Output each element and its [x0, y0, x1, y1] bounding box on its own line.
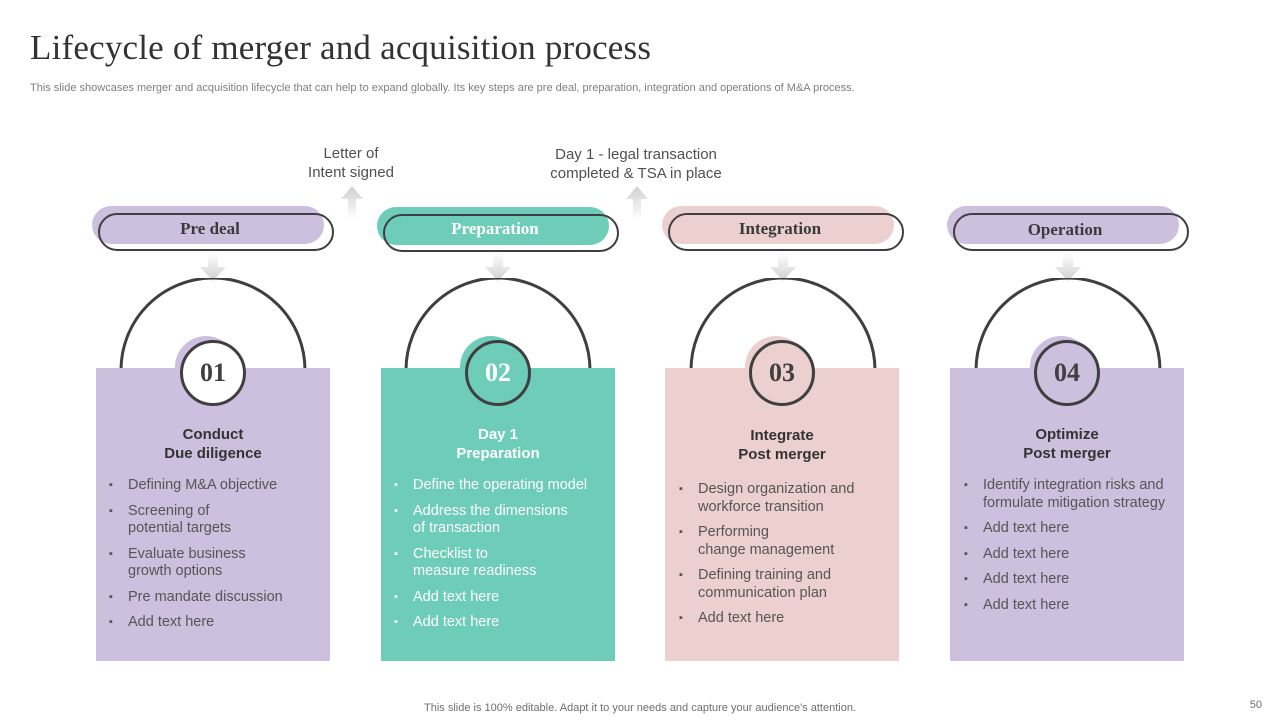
- milestone-letter-of-intent: Letter of Intent signed: [308, 145, 394, 181]
- stage-arc: [404, 278, 592, 371]
- down-arrow-icon: [1055, 253, 1081, 281]
- stage-pill-outline: [953, 213, 1189, 251]
- list-item: Evaluate business growth options: [109, 546, 309, 581]
- slide-title: Lifecycle of merger and acquisition proc…: [30, 28, 652, 67]
- slide-footer: This slide is 100% editable. Adapt it to…: [424, 702, 856, 714]
- list-item: Defining M&A objective: [109, 477, 309, 495]
- card-title: Conduct Due diligence: [164, 426, 262, 462]
- stage-pill-fill: [92, 206, 324, 244]
- list-item: Address the dimensions of transaction: [394, 503, 604, 538]
- card-item-list: Design organization and workforce transi…: [679, 481, 884, 636]
- stage-arc: [974, 278, 1162, 371]
- stage-label-preparation: Preparation: [451, 219, 539, 238]
- list-item: Add text here: [964, 546, 1176, 564]
- list-item: Performing change management: [679, 524, 884, 559]
- stage-label-pre-deal: Pre deal: [180, 219, 240, 238]
- list-item: Pre mandate discussion: [109, 589, 309, 607]
- list-item: Add text here: [679, 610, 884, 628]
- list-item: Add text here: [109, 614, 309, 632]
- list-item: Add text here: [964, 520, 1176, 538]
- list-item: Add text here: [964, 571, 1176, 589]
- list-item: Defining training and communication plan: [679, 567, 884, 602]
- list-item: Add text here: [964, 597, 1176, 615]
- card-item-list: Defining M&A objective Screening of pote…: [109, 477, 309, 640]
- down-arrow-icon: [200, 253, 226, 281]
- stage-label-integration: Integration: [738, 219, 822, 238]
- stage-pill-fill: [662, 206, 894, 244]
- card-title: Optimize Post merger: [1023, 426, 1111, 462]
- stage-pill-outline: [383, 214, 619, 252]
- card-title: Day 1 Preparation: [456, 426, 540, 462]
- up-arrow-icon: [626, 186, 648, 220]
- stage-pill-outline: [668, 213, 904, 251]
- stage-pill-fill: [947, 206, 1179, 244]
- stage-pill-outline: [98, 213, 334, 251]
- slide-subtitle: This slide showcases merger and acquisit…: [30, 82, 855, 94]
- step-number: 01: [180, 340, 246, 406]
- card-item-list: Define the operating model Address the d…: [394, 477, 604, 640]
- page-number: 50: [1249, 699, 1262, 711]
- card-title: Integrate Post merger: [738, 427, 826, 463]
- stage-pill-fill: [377, 207, 609, 245]
- down-arrow-icon: [770, 253, 796, 281]
- down-arrow-icon: [485, 253, 511, 281]
- list-item: Screening of potential targets: [109, 503, 309, 538]
- card-item-list: Identify integration risks and formulate…: [964, 477, 1176, 622]
- step-number: 03: [749, 340, 815, 406]
- milestone-day1-transaction: Day 1 - legal transaction completed & TS…: [550, 146, 722, 182]
- list-item: Identify integration risks and formulate…: [964, 477, 1176, 512]
- list-item: Add text here: [394, 614, 604, 632]
- step-number: 04: [1034, 340, 1100, 406]
- step-number: 02: [465, 340, 531, 406]
- up-arrow-icon: [341, 186, 363, 220]
- list-item: Add text here: [394, 589, 604, 607]
- list-item: Checklist to measure readiness: [394, 546, 604, 581]
- stage-arc: [119, 278, 307, 371]
- stage-label-operation: Operation: [1027, 220, 1103, 239]
- stage-arc: [689, 278, 877, 371]
- list-item: Design organization and workforce transi…: [679, 481, 884, 516]
- list-item: Define the operating model: [394, 477, 604, 495]
